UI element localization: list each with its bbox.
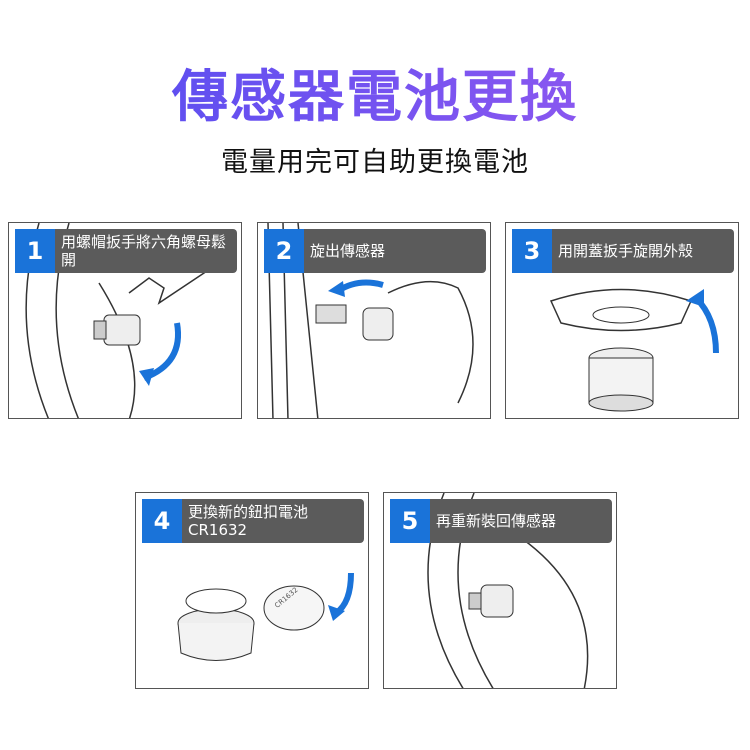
step-number: 1 — [15, 229, 55, 273]
step-4-illustration: CR1632 — [177, 572, 354, 661]
step-number: 3 — [512, 229, 552, 273]
step-text: 更換新的鈕扣電池 CR1632 — [182, 499, 364, 543]
page-title: 傳感器電池更換 — [0, 52, 750, 133]
step-text: 再重新裝回傳感器 — [430, 499, 612, 543]
step-5-label: 5 再重新裝回傳感器 — [390, 499, 612, 543]
step-number: 4 — [142, 499, 182, 543]
step-number: 2 — [264, 229, 304, 273]
step-1-illustration — [25, 223, 220, 418]
step-3-panel: 3 用開蓋扳手旋開外殼 — [505, 222, 739, 419]
step-text: 用開蓋扳手旋開外殼 — [552, 229, 734, 273]
step-2-label: 2 旋出傳感器 — [264, 229, 486, 273]
step-3-illustration — [549, 288, 719, 412]
step-4-label: 4 更換新的鈕扣電池 CR1632 — [142, 499, 364, 543]
step-1-panel: 1 用螺帽扳手將六角螺母鬆開 — [8, 222, 242, 419]
step-text: 用螺帽扳手將六角螺母鬆開 — [55, 229, 237, 273]
step-4-panel: CR1632 4 更換新的鈕扣電池 CR1632 — [135, 492, 369, 689]
step-text: 旋出傳感器 — [304, 229, 486, 273]
step-2-panel: 2 旋出傳感器 — [257, 222, 491, 419]
step-3-label: 3 用開蓋扳手旋開外殼 — [512, 229, 734, 273]
step-number: 5 — [390, 499, 430, 543]
step-5-panel: 5 再重新裝回傳感器 — [383, 492, 617, 689]
page-subtitle: 電量用完可自助更換電池 — [221, 147, 529, 178]
step-1-label: 1 用螺帽扳手將六角螺母鬆開 — [15, 229, 237, 273]
